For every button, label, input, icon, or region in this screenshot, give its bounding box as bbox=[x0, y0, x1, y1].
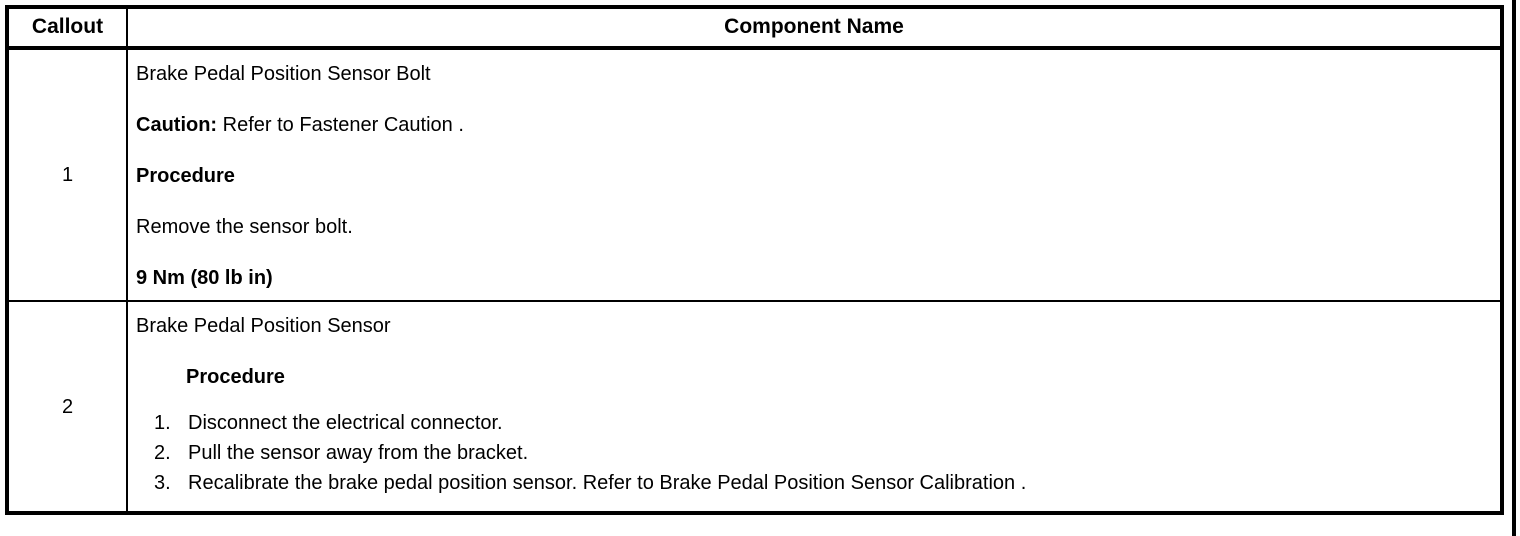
component-title-1: Brake Pedal Position Sensor Bolt bbox=[136, 63, 431, 86]
caution-paragraph-1: Caution: Refer to Fastener Caution . bbox=[136, 113, 1500, 137]
caution-label: Caution: bbox=[136, 114, 218, 137]
table-row: 1 Brake Pedal Position Sensor Bolt Cauti… bbox=[7, 48, 1502, 303]
table-body: 1 Brake Pedal Position Sensor Bolt Cauti… bbox=[7, 48, 1502, 514]
column-header-callout: Callout bbox=[7, 7, 128, 51]
component-table-container: Callout Component Name 1 Brake Pedal Pos… bbox=[5, 5, 1504, 525]
list-item: 2. Pull the sensor away from the bracket. bbox=[136, 441, 1500, 465]
step-text: Recalibrate the brake pedal position sen… bbox=[188, 472, 1027, 495]
step-number: 1. bbox=[154, 412, 171, 435]
component-cell-1: Brake Pedal Position Sensor Bolt Caution… bbox=[127, 48, 1502, 303]
callout-number-2: 2 bbox=[7, 301, 128, 514]
step-number: 3. bbox=[154, 472, 171, 495]
procedure-step-list: 1. Disconnect the electrical connector. 2… bbox=[136, 411, 1500, 495]
component-cell-2: Brake Pedal Position Sensor Procedure 1.… bbox=[127, 301, 1502, 513]
step-text: Pull the sensor away from the bracket. bbox=[188, 442, 529, 465]
component-title-2: Brake Pedal Position Sensor bbox=[136, 315, 391, 338]
step-number: 2. bbox=[154, 442, 171, 465]
callout-number-1: 1 bbox=[7, 48, 128, 303]
procedure-heading-1: Procedure bbox=[136, 165, 235, 188]
table-header-row: Callout Component Name bbox=[7, 7, 1502, 51]
list-item: 1. Disconnect the electrical connector. bbox=[136, 411, 1500, 435]
table-header: Callout Component Name bbox=[7, 7, 1502, 51]
procedure-heading-2: Procedure bbox=[186, 366, 285, 389]
list-item: 3. Recalibrate the brake pedal position s… bbox=[136, 471, 1500, 495]
page-frame-right-rule bbox=[1512, 0, 1516, 536]
table-row: 2 Brake Pedal Position Sensor Procedure … bbox=[7, 301, 1502, 514]
caution-text: Refer to Fastener Caution . bbox=[217, 114, 464, 137]
component-table: Callout Component Name 1 Brake Pedal Pos… bbox=[5, 5, 1504, 516]
column-header-component-name: Component Name bbox=[127, 7, 1502, 51]
procedure-text-1: Remove the sensor bolt. bbox=[136, 216, 353, 239]
torque-specification-1: 9 Nm (80 lb in) bbox=[136, 267, 273, 290]
step-text: Disconnect the electrical connector. bbox=[188, 412, 503, 435]
